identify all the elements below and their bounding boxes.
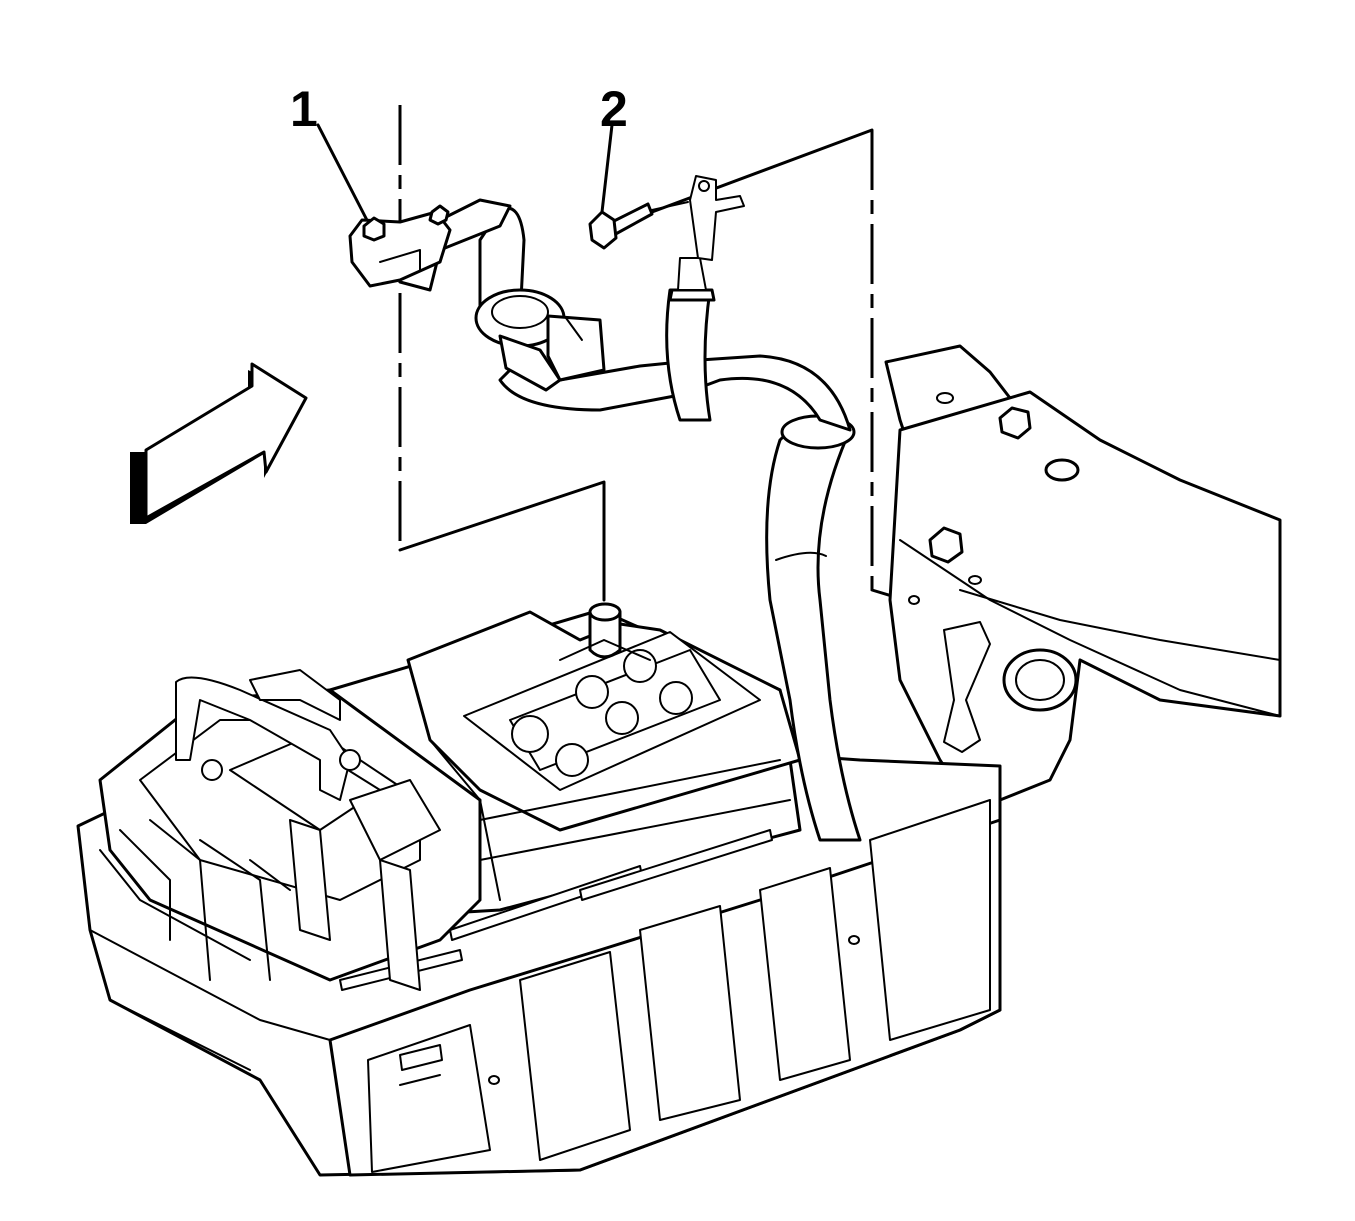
cable-harness (498, 175, 852, 432)
callout-label-1: 1 (290, 81, 318, 137)
alignment-lines (398, 105, 894, 602)
fuse-block (98, 669, 482, 991)
callout-leaders (316, 123, 614, 228)
positive-cable (348, 198, 606, 392)
callout-label-2: 2 (600, 81, 628, 137)
view-direction-arrow (130, 362, 308, 524)
battery (328, 602, 802, 991)
ground-bolt (588, 201, 689, 250)
body-structure (884, 344, 1282, 802)
